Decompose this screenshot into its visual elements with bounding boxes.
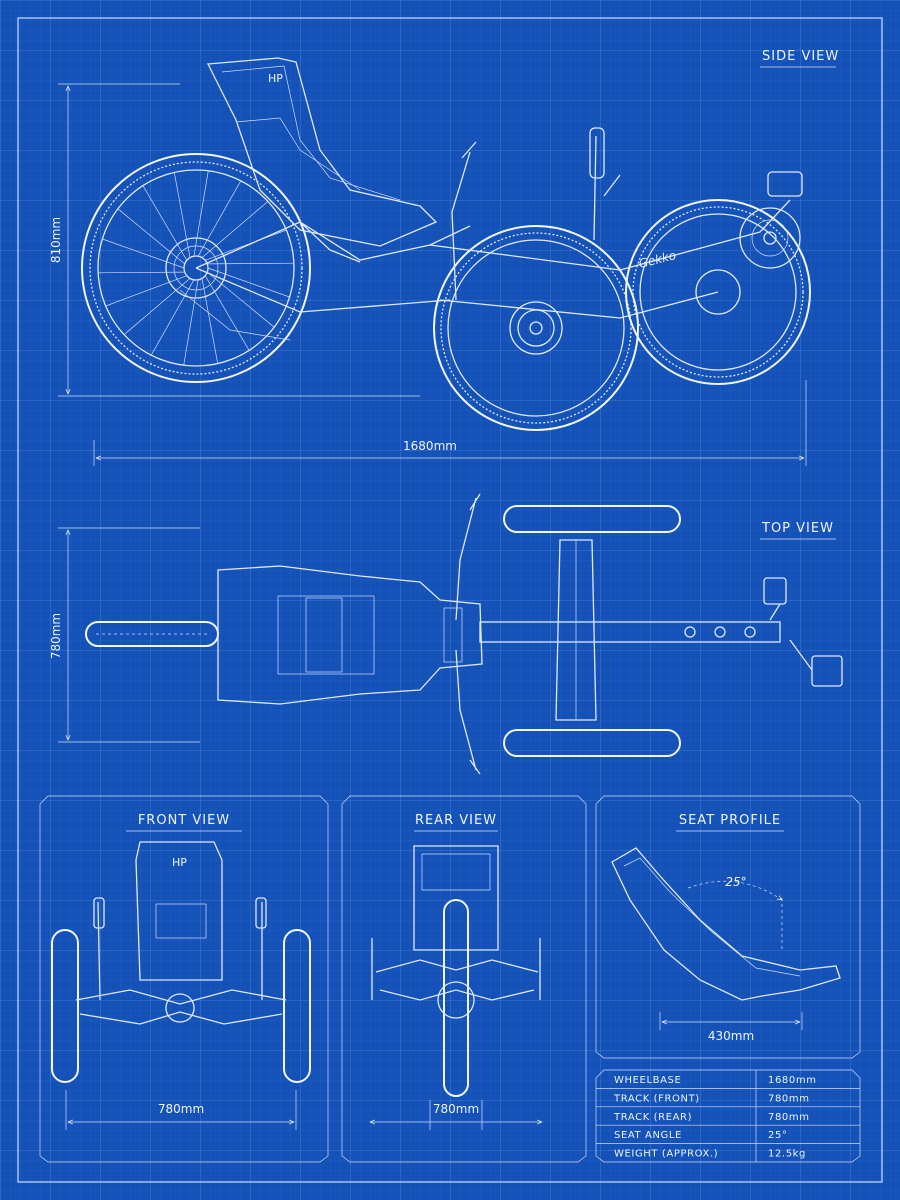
spec-value: 12.5kg bbox=[768, 1149, 806, 1160]
spec-label: WHEELBASE bbox=[614, 1075, 681, 1086]
rear-view-title: REAR VIEW bbox=[415, 813, 497, 828]
seat-length-label: 430mm bbox=[708, 1029, 754, 1043]
top-front-tire-lower bbox=[503, 729, 681, 757]
rear-track-label: 780mm bbox=[433, 1102, 479, 1116]
spec-label: WEIGHT (APPROX.) bbox=[614, 1149, 718, 1160]
front-view: FRONT VIEW HP 780mm bbox=[51, 813, 311, 1130]
top-width-label: 780mm bbox=[49, 613, 63, 659]
top-view: TOP VIEW bbox=[49, 493, 843, 775]
spec-value: 25° bbox=[768, 1130, 788, 1141]
spec-value: 780mm bbox=[768, 1112, 810, 1123]
side-rear-wheel bbox=[81, 153, 311, 383]
seat-profile-title: SEAT PROFILE bbox=[679, 813, 781, 828]
spec-label: TRACK (FRONT) bbox=[613, 1093, 700, 1104]
top-seat bbox=[217, 565, 483, 705]
side-front-wheel-far bbox=[625, 199, 811, 385]
seat-badge-side: HP bbox=[268, 72, 283, 85]
seat-badge-front: HP bbox=[172, 856, 187, 869]
rear-view-panel bbox=[341, 795, 587, 1163]
rear-view: REAR VIEW 780mm bbox=[370, 813, 542, 1130]
top-front-tire-upper bbox=[503, 505, 681, 533]
side-front-wheel-near bbox=[433, 225, 639, 431]
side-frame bbox=[179, 57, 803, 341]
sheet-border bbox=[17, 17, 883, 1183]
front-view-title: FRONT VIEW bbox=[138, 813, 230, 828]
side-view: SIDE VIEW bbox=[49, 49, 839, 466]
side-length-label: 1680mm bbox=[403, 439, 457, 453]
top-view-title: TOP VIEW bbox=[761, 521, 834, 536]
spec-label: SEAT ANGLE bbox=[614, 1130, 682, 1141]
seat-profile-panel bbox=[595, 795, 861, 1059]
side-height-label: 810mm bbox=[49, 217, 63, 263]
spec-label: TRACK (REAR) bbox=[613, 1112, 692, 1123]
front-track-label: 780mm bbox=[158, 1102, 204, 1116]
front-view-panel bbox=[39, 795, 329, 1163]
spec-value: 780mm bbox=[768, 1093, 810, 1104]
spec-value: 1680mm bbox=[768, 1075, 817, 1086]
seat-angle-label: 25° bbox=[725, 875, 746, 889]
side-view-title: SIDE VIEW bbox=[762, 49, 839, 64]
seat-profile-view: SEAT PROFILE 25° 430mm bbox=[611, 813, 841, 1043]
